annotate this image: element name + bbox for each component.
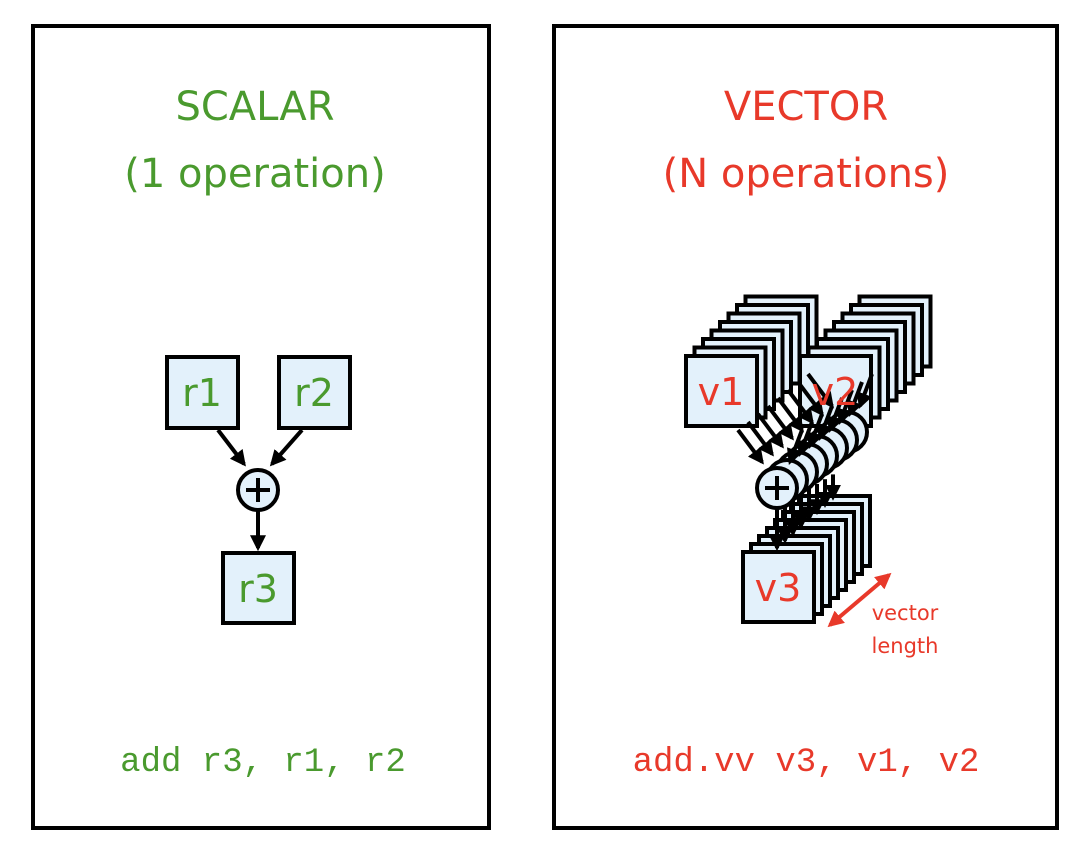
vector-panel: VECTOR (N operations) v1 v2 v3 vector le… — [552, 24, 1059, 830]
vector-subtitle: (N operations) — [663, 151, 950, 197]
arrow-v1-to-add — [746, 420, 774, 457]
arrow-v1-to-add — [776, 396, 804, 433]
arrow-v2-to-add — [847, 381, 864, 417]
register-r2: r2 — [277, 355, 352, 430]
arrow-v2-to-add — [827, 397, 844, 433]
arrow-v2-to-add — [817, 405, 834, 441]
scalar-title: SCALAR — [175, 84, 334, 130]
arrow-v1-to-add — [806, 372, 834, 409]
register-r2-label: r2 — [294, 371, 334, 415]
register-v1-label: v1 — [698, 370, 745, 414]
scalar-panel: SCALAR (1 operation) r1 r2 r3 add r3, r1… — [31, 24, 491, 830]
scalar-instruction: add r3, r1, r2 — [120, 744, 406, 782]
register-r1: r1 — [165, 355, 240, 430]
arrow-r1-to-add — [216, 428, 246, 467]
vector-length-label-line1: vector — [872, 601, 939, 625]
register-r3-label: r3 — [238, 567, 278, 611]
arrow-v1-to-add — [796, 380, 824, 417]
vector-front-labels: v1 v2 v3 — [698, 370, 859, 610]
add-operator-icon — [236, 468, 280, 512]
register-v3 — [741, 550, 816, 624]
vector-length-arrow-icon — [827, 572, 892, 628]
scalar-subtitle: (1 operation) — [124, 151, 385, 197]
arrow-v1-to-add — [786, 388, 814, 425]
register-r1-label: r1 — [182, 371, 222, 415]
register-v1-element — [684, 354, 759, 428]
scalar-panel-border — [31, 24, 491, 830]
arrow-r2-to-add — [269, 428, 304, 467]
vector-length-label-line2: length — [872, 634, 939, 658]
register-r3: r3 — [221, 551, 296, 625]
vector-title: VECTOR — [724, 84, 888, 130]
register-v3-label: v3 — [755, 566, 802, 610]
register-v3-front — [741, 550, 816, 624]
arrow-v2-to-add — [837, 389, 854, 425]
vector-op-0 — [736, 428, 804, 552]
arrow-v2-to-add — [857, 373, 874, 409]
vector-instruction: add.vv v3, v1, v2 — [633, 744, 980, 782]
vector-register-stack — [684, 294, 933, 624]
arrow-v1-to-add — [736, 428, 764, 465]
arrow-v2-to-add — [807, 413, 824, 449]
arrow-v2-to-add — [797, 421, 814, 457]
arrow-v1-to-add — [756, 412, 784, 449]
arrow-v2-to-add — [787, 429, 804, 465]
arrow-v1-to-add — [766, 404, 794, 441]
register-v2-label: v2 — [812, 370, 859, 414]
